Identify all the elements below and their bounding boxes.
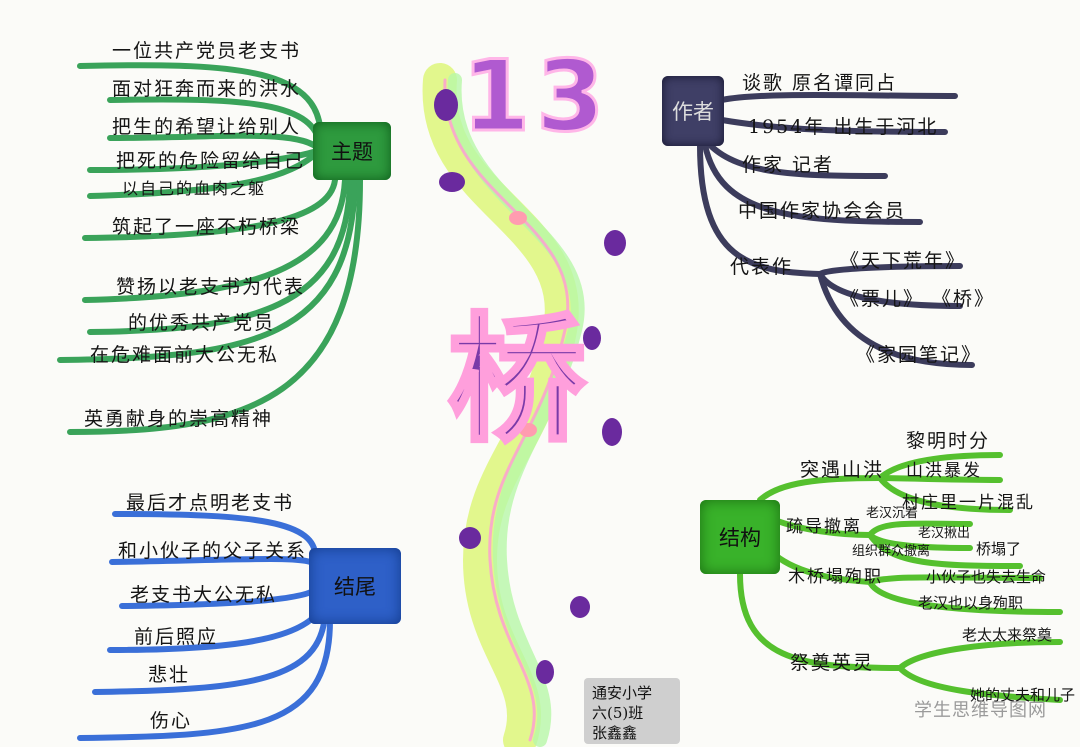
theme-branches — [57, 62, 363, 435]
author-work: 《天下荒年》 — [840, 250, 967, 272]
theme-item: 把生的希望让给别人 — [112, 116, 302, 138]
author-item: 谈歌 原名谭同占 — [742, 72, 898, 94]
ending-item: 老支书大公无私 — [130, 584, 278, 606]
ending-item: 前后照应 — [134, 626, 219, 648]
signature-line: 通安小学 — [592, 684, 653, 702]
structure-detail: 她的丈夫和儿子 — [970, 686, 1076, 704]
petals — [434, 89, 626, 684]
signature-line: 张鑫鑫 — [592, 724, 638, 742]
author-item: 代表作 — [730, 256, 794, 278]
author-work: 《票儿》 《桥》 — [840, 288, 996, 310]
structure-detail: 山洪暴发 — [906, 461, 982, 481]
author-node: 作者 — [662, 76, 724, 146]
structure-detail: 老汉揪出 — [918, 526, 971, 541]
structure-item: 突遇山洪 — [800, 459, 885, 481]
structure-detail: 小伙子也失去生命 — [926, 568, 1047, 586]
structure-detail: 老汉也以身殉职 — [918, 594, 1024, 612]
structure-node: 结构 — [700, 500, 780, 574]
ending-item: 和小伙子的父子关系 — [118, 540, 308, 562]
author-work: 《家园笔记》 — [856, 344, 983, 366]
theme-item: 的优秀共产党员 — [128, 312, 276, 334]
structure-item: 祭奠英灵 — [790, 652, 875, 674]
structure-detail: 桥塌了 — [976, 540, 1022, 558]
ending-item: 悲壮 — [148, 664, 191, 686]
theme-item: 英勇献身的崇高精神 — [84, 408, 274, 430]
page-title: 桥 — [446, 296, 588, 463]
ribbon — [422, 63, 585, 747]
structure-item: 木桥塌殉职 — [788, 567, 883, 587]
ending-node: 结尾 — [309, 548, 401, 624]
structure-detail: 老太太来祭奠 — [962, 626, 1053, 644]
structure-detail: 组织群众撤离 — [852, 544, 931, 559]
theme-item: 筑起了一座不朽桥梁 — [112, 216, 302, 238]
author-item: 中国作家协会会员 — [738, 200, 907, 222]
structure-detail: 老汉沉着 — [866, 506, 919, 521]
theme-item: 在危难面前大公无私 — [90, 344, 280, 366]
watermark: 学生思维导图网 — [914, 700, 1047, 721]
theme-item: 面对狂奔而来的洪水 — [112, 78, 302, 100]
theme-item: 一位共产党员老支书 — [112, 40, 302, 62]
author-branches — [697, 92, 975, 368]
author-item: 作家 记者 — [742, 154, 835, 176]
signature-card: 通安小学 六(5)班 张鑫鑫 — [584, 678, 680, 744]
theme-item: 赞扬以老支书为代表 — [116, 276, 306, 298]
ending-item: 最后才点明老支书 — [126, 492, 295, 514]
lesson-number: 13 — [460, 39, 611, 156]
structure-detail: 村庄里一片混乱 — [902, 493, 1035, 513]
structure-item: 疏导撤离 — [786, 517, 862, 537]
structure-detail: 黎明时分 — [906, 430, 991, 452]
signature-line: 六(5)班 — [592, 704, 644, 722]
theme-item: 以自己的血肉之躯 — [122, 179, 267, 198]
theme-item: 把死的危险留给自己 — [116, 150, 306, 172]
author-item: 1954年 出生于河北 — [748, 116, 939, 138]
structure-branches — [737, 452, 1063, 703]
pink-petals — [509, 211, 537, 437]
theme-node: 主题 — [313, 122, 391, 180]
ending-item: 伤心 — [150, 710, 193, 732]
